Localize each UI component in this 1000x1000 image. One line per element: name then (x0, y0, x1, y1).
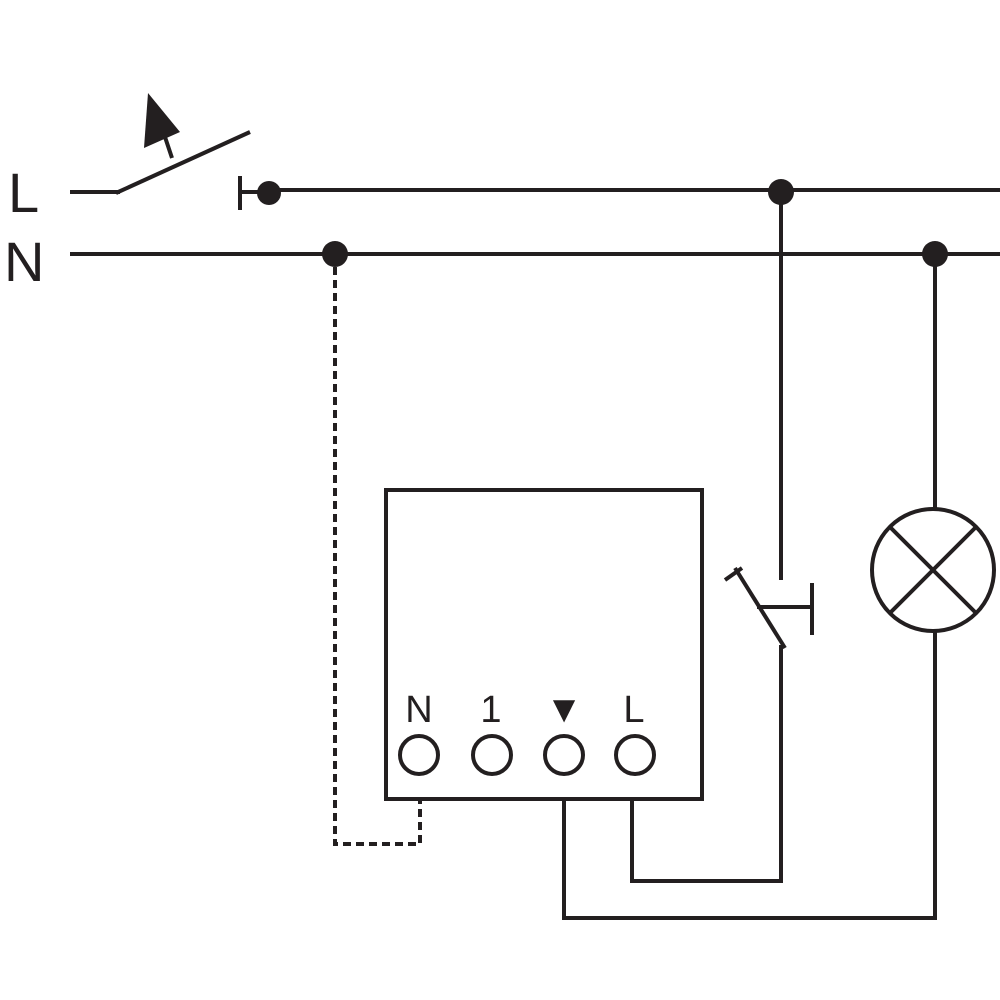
terminal-label-n: N (405, 689, 432, 731)
lamp-icon (870, 507, 996, 633)
terminal-load (543, 734, 585, 776)
pushbutton-icon (723, 566, 814, 650)
actuator-live-wire (630, 645, 783, 883)
terminal-label-l: L (623, 689, 644, 731)
optional-neutral-wire (333, 254, 422, 846)
terminal-label-load: ▼ (545, 689, 583, 731)
live-rail-terminal-dot (257, 181, 281, 205)
terminal-l (614, 734, 656, 776)
main-switch-icon (70, 93, 268, 210)
neutral-rail-label: N (4, 230, 44, 293)
live-rail-label: L (8, 161, 39, 224)
lamp-load-wire (562, 631, 937, 920)
terminal-label-1: 1 (480, 689, 501, 731)
terminal-n (398, 734, 440, 776)
terminal-1 (471, 734, 513, 776)
